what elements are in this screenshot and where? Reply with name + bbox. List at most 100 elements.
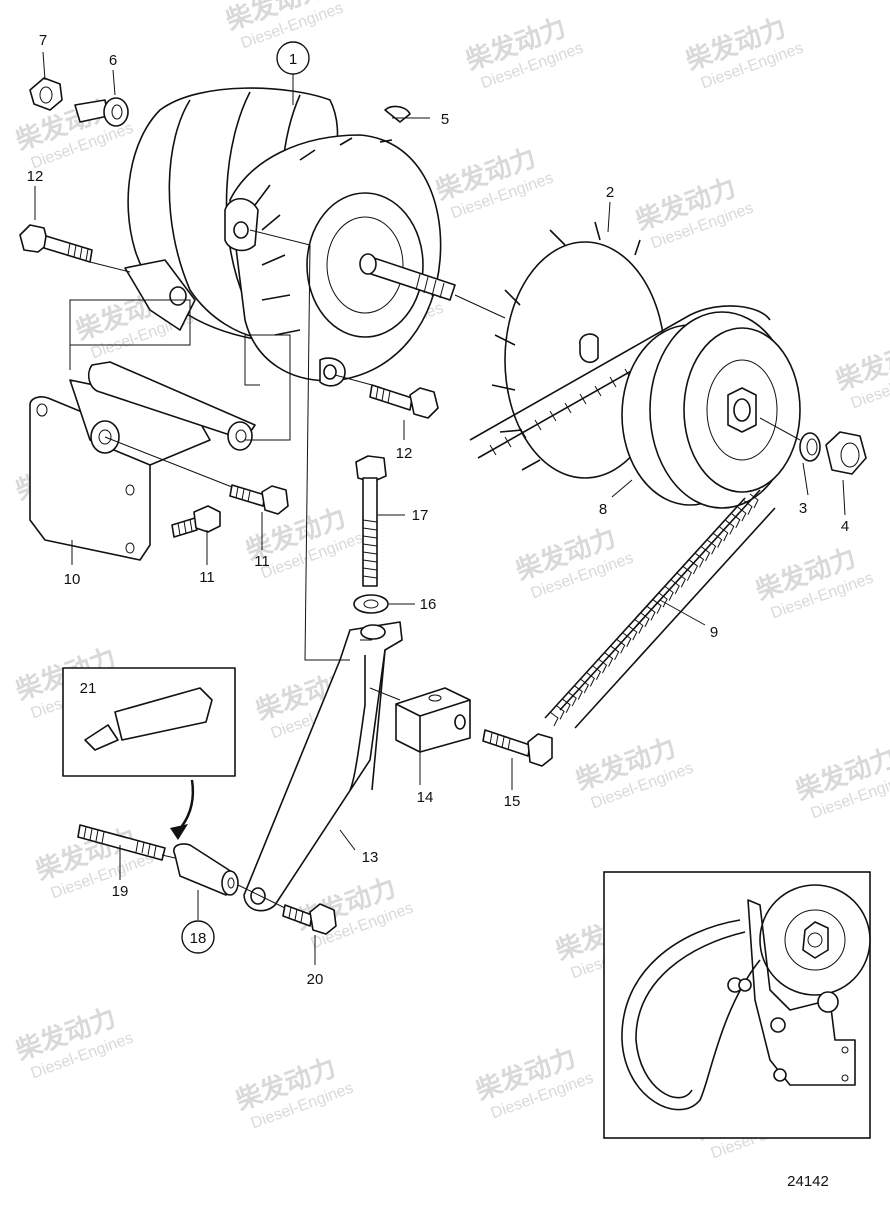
callout-3: 3 <box>799 500 807 517</box>
belt-tooth <box>701 546 711 562</box>
callout-1-circle <box>276 41 310 75</box>
callout-11-a: 11 <box>199 569 215 586</box>
callout-17: 17 <box>412 507 429 524</box>
callout-2: 2 <box>606 184 614 201</box>
callout-1: 1 <box>289 51 297 68</box>
bolt-part-17 <box>355 455 387 587</box>
callout-11-b: 11 <box>254 553 270 570</box>
callout-20: 20 <box>307 971 324 988</box>
nut-part-4 <box>825 431 867 475</box>
callout-9: 9 <box>710 624 718 641</box>
belt-tooth <box>719 526 729 542</box>
callout-16: 16 <box>420 596 437 613</box>
callout-5: 5 <box>441 111 449 128</box>
washer-part-3 <box>799 432 821 462</box>
callout-4: 4 <box>841 518 849 535</box>
belt-tooth <box>616 638 626 654</box>
alternator-part-1 <box>124 87 456 387</box>
belt-tooth <box>580 678 589 694</box>
belt-tooth <box>658 592 668 608</box>
belt-tooth <box>592 665 602 680</box>
callout-10: 10 <box>64 571 81 588</box>
belt-tooth <box>567 691 577 707</box>
callout-7: 7 <box>39 32 47 49</box>
nut-part-7 <box>29 77 63 111</box>
callout-8: 8 <box>599 501 607 518</box>
belt-tooth <box>743 500 753 515</box>
stud-part-19 <box>77 824 166 861</box>
callout-18-circle <box>181 920 215 954</box>
callout-19: 19 <box>112 883 129 900</box>
belt-tooth <box>695 553 705 568</box>
callout-14: 14 <box>417 789 434 806</box>
washer-part-6 <box>74 97 129 127</box>
key-part-5 <box>384 105 411 123</box>
drawing-number: 24142 <box>787 1173 829 1190</box>
double-pulley-part-8 <box>621 311 801 509</box>
bolt-part-20 <box>282 903 337 935</box>
belt-tooth <box>670 579 680 595</box>
belt-tooth <box>652 599 662 614</box>
callout-12-a: 12 <box>27 168 44 185</box>
bolt-part-15 <box>482 729 553 767</box>
belt-tooth <box>725 520 735 535</box>
spacer-part-18 <box>173 843 239 896</box>
arrow-21-to-19 <box>170 779 195 840</box>
belt-tooth <box>713 533 723 548</box>
callout-6: 6 <box>109 52 117 69</box>
v-belt-part-9 <box>544 489 776 729</box>
callout-18: 18 <box>190 930 207 947</box>
belt-tooth <box>731 513 741 529</box>
tensioner-bracket-part-13 <box>243 621 403 912</box>
callout-labels: 1 2 3 4 5 6 7 8 9 10 11 11 12 12 13 14 1… <box>27 32 850 1190</box>
block-part-14 <box>395 687 471 753</box>
belt-tooth <box>646 605 656 621</box>
assembly-inset <box>603 871 871 1139</box>
belt-tooth <box>749 493 759 509</box>
belt-tooth <box>634 619 644 634</box>
belt-tooth <box>604 652 614 667</box>
sealant-tube-part-21 <box>62 667 236 777</box>
callout-15: 15 <box>504 793 521 810</box>
callout-21: 21 <box>80 680 97 697</box>
belt-tooth <box>555 704 565 720</box>
belt-tooth <box>683 566 692 581</box>
callout-13: 13 <box>362 849 379 866</box>
belt-tooth <box>689 559 699 575</box>
belt-tooth <box>610 645 620 661</box>
belt-tooth <box>622 632 632 647</box>
belt-tooth <box>561 698 571 714</box>
bolt-part-12-lower <box>369 384 439 419</box>
callout-12-b: 12 <box>396 445 413 462</box>
belt-tooth <box>664 586 674 601</box>
bracket-part-10 <box>29 361 256 561</box>
belt-tooth <box>676 572 686 588</box>
bolt-part-11-a <box>229 484 289 515</box>
belt-tooth <box>707 539 717 555</box>
belt-tooth <box>598 658 608 674</box>
bolt-part-12-upper <box>19 224 93 263</box>
belt-tooth <box>573 685 583 700</box>
belt-tooth <box>586 671 595 687</box>
belt-tooth <box>640 612 650 628</box>
leader-lines <box>34 51 846 965</box>
belt-tooth <box>737 506 747 522</box>
belt-tooth <box>549 711 559 727</box>
washer-part-16 <box>353 594 389 614</box>
belt-tooth <box>628 625 638 641</box>
bolt-part-11-b <box>171 505 221 538</box>
